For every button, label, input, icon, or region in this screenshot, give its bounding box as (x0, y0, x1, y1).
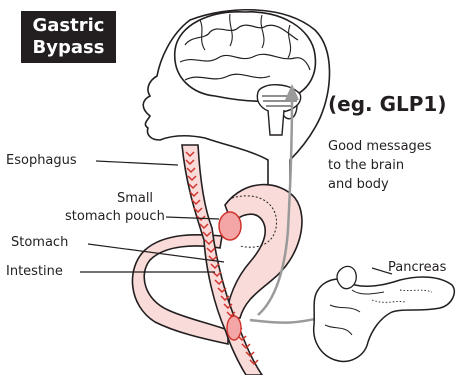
intestine-label: Intestine (6, 264, 63, 280)
messages-line-3: and body (328, 175, 458, 194)
esophagus-label: Esophagus (6, 153, 77, 169)
messages-line-1: Good messages (328, 137, 458, 156)
title-line-1: Gastric (21, 15, 116, 37)
pancreas-icon (314, 266, 455, 361)
messages-text: Good messages to the brain and body (328, 137, 458, 194)
pancreas-label: Pancreas (388, 260, 446, 276)
hormone-label: (eg. GLP1) (328, 92, 446, 116)
pouch-leader (166, 217, 219, 219)
esophagus-leader (96, 161, 178, 165)
small-pouch-label-line-2: stomach pouch (65, 209, 165, 225)
anastomosis (227, 316, 241, 340)
title-line-2: Bypass (21, 37, 116, 59)
messages-line-2: to the brain (328, 156, 458, 175)
small-stomach-pouch (219, 212, 241, 240)
small-pouch-label-line-1: Small (100, 191, 170, 207)
stomach-label: Stomach (11, 235, 68, 251)
title-badge: Gastric Bypass (21, 11, 116, 63)
